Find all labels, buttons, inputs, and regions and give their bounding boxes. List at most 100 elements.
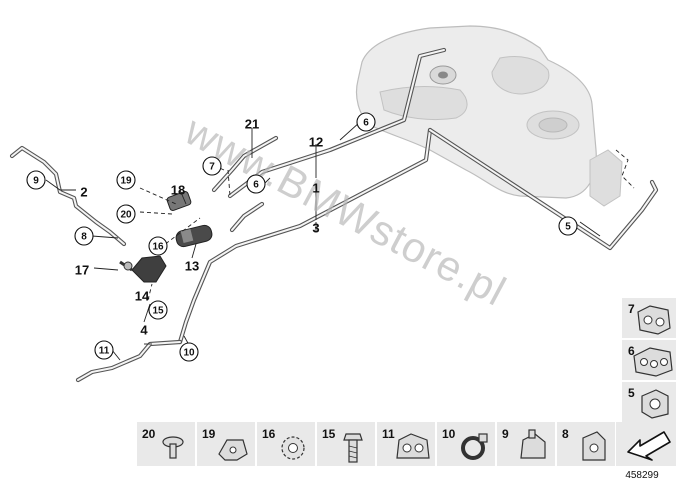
hose-clamp-icon bbox=[461, 433, 488, 460]
callout-number: 3 bbox=[312, 221, 319, 236]
callout-number: 10 bbox=[183, 348, 195, 359]
callout-number: 8 bbox=[81, 232, 87, 243]
callout-number: 15 bbox=[152, 306, 164, 317]
side-part-number: 7 bbox=[628, 302, 635, 316]
pipe-holder-icon bbox=[396, 433, 430, 459]
callout-circle bbox=[116, 204, 136, 224]
callout-number: 16 bbox=[152, 242, 164, 253]
bottom-part-16: 16 bbox=[257, 422, 315, 466]
callout-number: 6 bbox=[363, 118, 369, 129]
callout-2: 2 bbox=[80, 185, 87, 200]
callout-number: 12 bbox=[309, 135, 323, 150]
bottom-part-number: 19 bbox=[202, 427, 216, 441]
bottom-parts-panel: 20 19 16 15 11 10 9 8 bbox=[137, 422, 615, 466]
direction-arrow-icon bbox=[627, 431, 671, 461]
callout-11: 11 bbox=[94, 340, 114, 360]
callout-21: 21 bbox=[245, 117, 259, 132]
callout-7: 7 bbox=[202, 156, 222, 176]
callout-circle bbox=[246, 174, 266, 194]
bottom-part-8: 8 bbox=[557, 422, 615, 466]
callout-number: 14 bbox=[135, 289, 150, 304]
callout-number: 19 bbox=[120, 176, 132, 187]
lock-washer-icon bbox=[281, 436, 305, 460]
bottom-part-15: 15 bbox=[317, 422, 375, 466]
triple-pipe-clip-icon bbox=[633, 347, 673, 377]
callout-number: 7 bbox=[209, 162, 215, 173]
callout-8: 8 bbox=[74, 226, 94, 246]
callout-number: 2 bbox=[80, 185, 87, 200]
callout-14: 14 bbox=[135, 289, 150, 304]
side-part-6: 6 bbox=[622, 340, 676, 380]
bottom-part-number: 9 bbox=[502, 427, 509, 441]
callout-20: 20 bbox=[116, 204, 136, 224]
callout-6: 6 bbox=[246, 174, 266, 194]
callout-circle bbox=[26, 170, 46, 190]
callout-18: 18 bbox=[171, 183, 185, 198]
callout-number: 5 bbox=[565, 222, 571, 233]
expanding-rivet-icon bbox=[162, 436, 184, 459]
line-clip-icon bbox=[520, 429, 546, 459]
callout-circle bbox=[179, 342, 199, 362]
filter-bracket bbox=[119, 255, 167, 283]
callout-16: 16 bbox=[148, 236, 168, 256]
bottom-part-number: 16 bbox=[262, 427, 276, 441]
callout-number: 9 bbox=[33, 176, 39, 187]
callout-circle bbox=[202, 156, 222, 176]
hex-bolt-icon bbox=[343, 433, 363, 463]
callout-number: 13 bbox=[185, 259, 199, 274]
bottom-part-20: 20 bbox=[137, 422, 195, 466]
callout-circle bbox=[558, 216, 578, 236]
callout-1: 1 bbox=[312, 181, 319, 196]
callout-circle bbox=[74, 226, 94, 246]
side-part-5: 5 bbox=[622, 382, 676, 422]
callout-6: 6 bbox=[356, 112, 376, 132]
callout-number: 21 bbox=[245, 117, 259, 132]
callout-17: 17 bbox=[75, 263, 89, 278]
callout-number: 1 bbox=[312, 181, 319, 196]
callout-number: 11 bbox=[99, 346, 110, 357]
fuel-tank bbox=[355, 25, 635, 207]
callout-3: 3 bbox=[312, 221, 319, 236]
bottom-part-19: 19 bbox=[197, 422, 255, 466]
callout-number: 17 bbox=[75, 263, 89, 278]
double-pipe-clip-icon bbox=[637, 305, 671, 335]
fuel-lines bbox=[9, 47, 659, 383]
callout-circle bbox=[148, 300, 168, 320]
diagram-number: 458299 bbox=[625, 470, 659, 481]
callout-circle bbox=[94, 340, 114, 360]
bottom-part-10: 10 bbox=[437, 422, 495, 466]
side-parts-panel: 7 6 5 bbox=[622, 298, 676, 422]
callout-circle bbox=[356, 112, 376, 132]
callout-15: 15 bbox=[148, 300, 168, 320]
bottom-part-number: 20 bbox=[142, 427, 156, 441]
callout-5: 5 bbox=[558, 216, 578, 236]
callout-19: 19 bbox=[116, 170, 136, 190]
callout-4: 4 bbox=[140, 323, 148, 338]
single-pipe-clip-icon bbox=[641, 389, 669, 419]
bottom-part-number: 10 bbox=[442, 427, 456, 441]
callout-12: 12 bbox=[309, 135, 323, 150]
callout-circle bbox=[116, 170, 136, 190]
bottom-part-11: 11 bbox=[377, 422, 435, 466]
bottom-part-number: 11 bbox=[382, 427, 395, 441]
fuel-filter bbox=[166, 191, 213, 248]
callout-number: 18 bbox=[171, 183, 185, 198]
callout-number: 6 bbox=[253, 180, 259, 191]
side-part-number: 6 bbox=[628, 344, 635, 358]
callout-number: 4 bbox=[140, 323, 148, 338]
direction-cell bbox=[616, 422, 676, 466]
bottom-part-number: 15 bbox=[322, 427, 336, 441]
bracket-clip-icon bbox=[582, 431, 606, 461]
spring-nut-icon bbox=[218, 439, 248, 461]
callout-number: 20 bbox=[120, 210, 132, 221]
bottom-part-cell bbox=[317, 422, 375, 466]
bottom-part-9: 9 bbox=[497, 422, 555, 466]
side-part-number: 5 bbox=[628, 386, 635, 400]
callout-9: 9 bbox=[26, 170, 46, 190]
callout-circle bbox=[148, 236, 168, 256]
callout-13: 13 bbox=[185, 259, 199, 274]
bottom-part-number: 8 bbox=[562, 427, 569, 441]
